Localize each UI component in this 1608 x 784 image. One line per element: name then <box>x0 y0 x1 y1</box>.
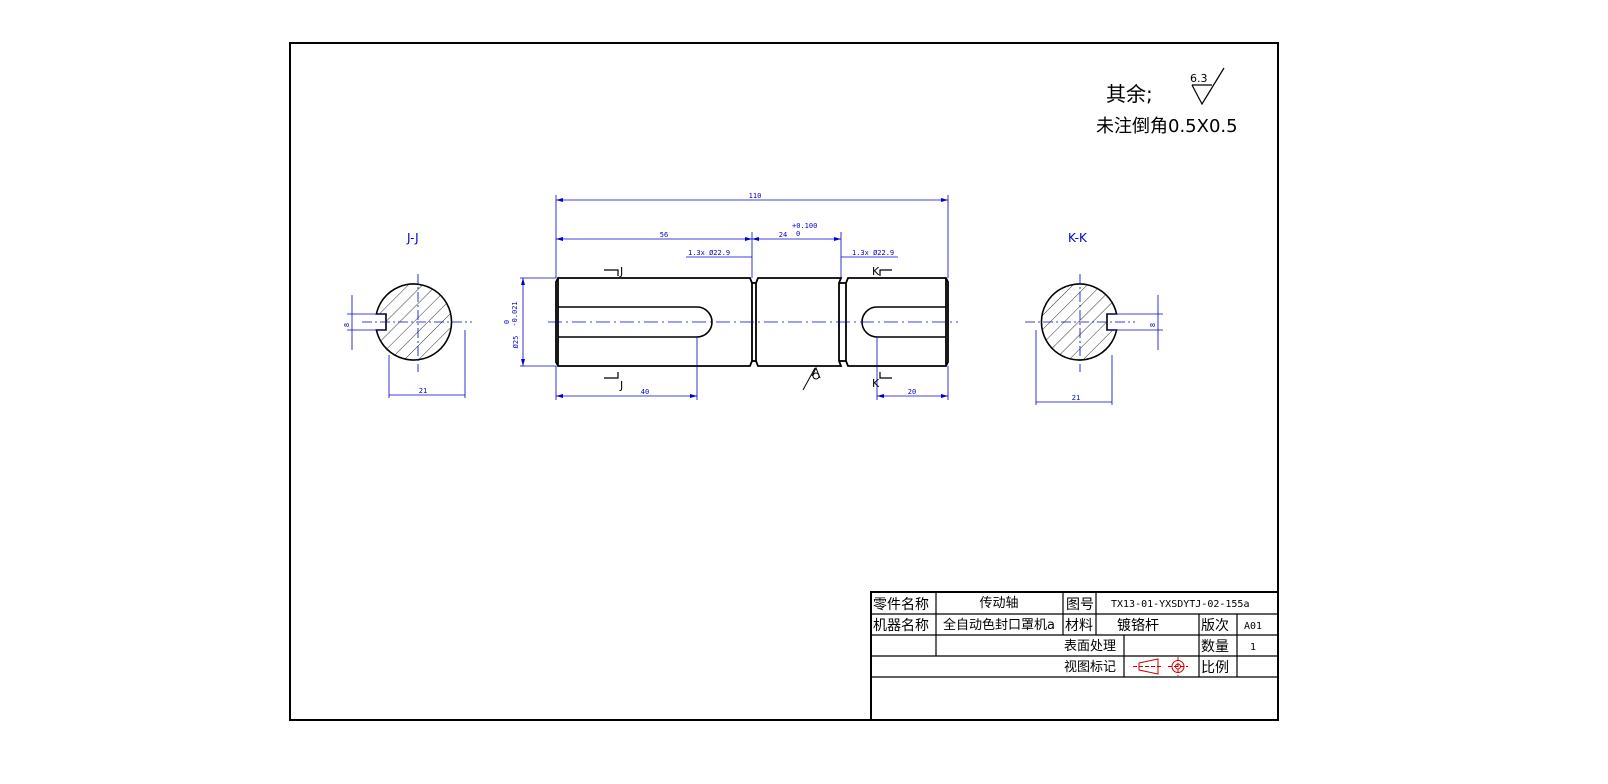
section-label-right: K-K <box>1068 231 1088 245</box>
title-block-grid <box>870 591 1279 721</box>
part-name-value: 传动轴 <box>979 596 1018 611</box>
dim-left-segment: 56 <box>660 231 668 239</box>
dim-overall: 110 <box>749 192 762 200</box>
section-label-left: J-J <box>406 231 419 245</box>
part-name-label: 零件名称 <box>873 597 929 613</box>
roughness-symbol-icon <box>1191 67 1225 106</box>
section-centerlines-left <box>362 274 472 372</box>
section-key-left: 8 <box>343 323 351 327</box>
section-width-left: 21 <box>419 387 427 395</box>
section-outline-left <box>375 283 453 361</box>
material-value: 镀铬杆 <box>1117 617 1159 634</box>
drawing-no-label: 图号 <box>1066 597 1094 613</box>
scale-label: 比例 <box>1201 660 1229 676</box>
surface-label: 表面处理 <box>1064 639 1116 654</box>
dim-diameter: Ø25 <box>512 336 520 349</box>
chamfer-note: 未注倒角0.5X0.5 <box>1096 116 1238 137</box>
drawing-frame <box>289 42 1279 721</box>
material-label: 材料 <box>1065 618 1093 634</box>
quantity-value: 1 <box>1250 642 1256 653</box>
machine-name-label: 机器名称 <box>873 618 929 634</box>
cut-mark-j-bottom: J <box>619 379 623 392</box>
dim-middle-tol-upper: +0.100 <box>792 222 817 230</box>
revision-label: 版次 <box>1201 618 1229 634</box>
drawing-no-value: TX13-01-YXSDYTJ-02-155a <box>1111 599 1249 610</box>
dim-keyway-left: 40 <box>641 388 649 396</box>
cut-mark-k-bottom: K <box>872 377 880 390</box>
revision-value: A01 <box>1244 621 1262 632</box>
section-dimension-left <box>347 295 466 398</box>
roughness-value: 6.3 <box>1190 72 1208 85</box>
cut-mark-k-top: K <box>872 265 880 278</box>
dimension-lines-main <box>520 195 949 400</box>
dim-groove-right: 1.3x Ø22.9 <box>852 249 894 257</box>
section-outline-right <box>1040 283 1118 361</box>
machine-name-value: 全自动色封口罩机a <box>943 617 1055 633</box>
roughness-prefix: 其余; <box>1106 82 1153 106</box>
cut-mark-arrows <box>604 269 892 379</box>
dim-middle-tol-lower: 0 <box>796 230 800 238</box>
dim-groove-left: 1.3x Ø22.9 <box>688 249 730 257</box>
dim-middle: 24 <box>779 231 787 239</box>
section-dimension-right <box>1035 295 1163 405</box>
dim-keyway-right: 20 <box>908 388 916 396</box>
section-width-right: 21 <box>1072 394 1080 402</box>
projection-symbol-icon <box>1133 657 1188 676</box>
dimension-arrows-main <box>521 198 948 398</box>
view-mark-label: 视图标记 <box>1064 660 1116 675</box>
section-centerlines-right <box>1025 274 1135 372</box>
cut-mark-j-top: J <box>619 265 623 278</box>
roughness-marker-icon <box>802 366 821 391</box>
dim-diameter-tol-upper: 0 <box>503 320 511 324</box>
quantity-label: 数量 <box>1201 639 1229 655</box>
dim-diameter-tol-lower: -0.021 <box>511 301 519 326</box>
section-key-right: 8 <box>1149 323 1157 327</box>
